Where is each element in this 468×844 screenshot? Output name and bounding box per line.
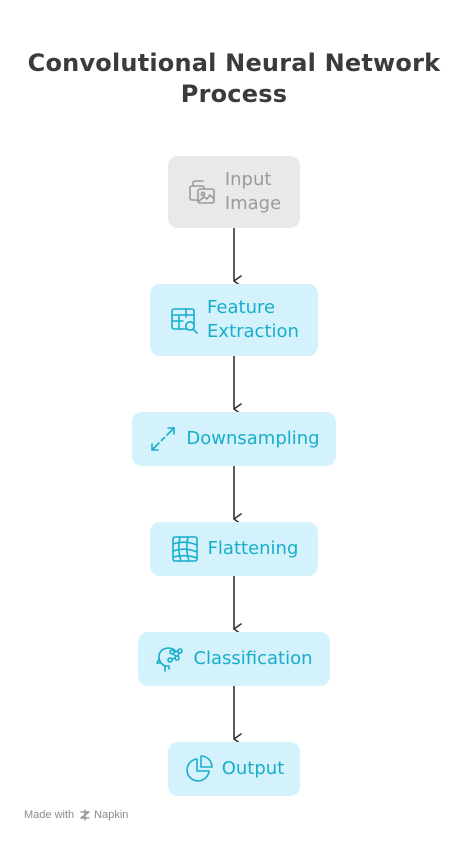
- head-network-icon: [156, 647, 184, 672]
- napkin-brand-text: Napkin: [94, 809, 129, 821]
- step-input-image: Input Image: [168, 156, 300, 228]
- napkin-attribution: Made with Napkin: [24, 809, 128, 821]
- image-icon: [189, 180, 215, 204]
- pie-chart-icon: [185, 755, 213, 782]
- step-label: Input Image: [224, 169, 282, 214]
- diagram-title-line-2: Process: [180, 80, 288, 108]
- step-downsampling: Downsampling: [132, 412, 336, 466]
- step-label: Flattening: [207, 538, 299, 559]
- diagram-title: Convolutional Neural Network Process: [0, 48, 468, 110]
- step-flattening: Flattening: [150, 522, 318, 576]
- step-label: Downsampling: [186, 428, 320, 449]
- step-label: Feature Extraction: [207, 297, 299, 342]
- step-output: Output: [168, 742, 300, 796]
- diagram-title-line-1: Convolutional Neural Network: [27, 49, 441, 77]
- step-label: Classification: [193, 648, 313, 669]
- napkin-logo-icon: [80, 809, 90, 821]
- warped-grid-icon: [171, 536, 198, 562]
- step-feature-extraction: Feature Extraction: [150, 284, 318, 356]
- made-with-text: Made with: [24, 809, 75, 821]
- diagonal-arrows-icon: [151, 427, 176, 451]
- step-label: Output: [221, 758, 285, 779]
- table-search-icon: [171, 308, 198, 334]
- step-classification: Classification: [138, 632, 330, 686]
